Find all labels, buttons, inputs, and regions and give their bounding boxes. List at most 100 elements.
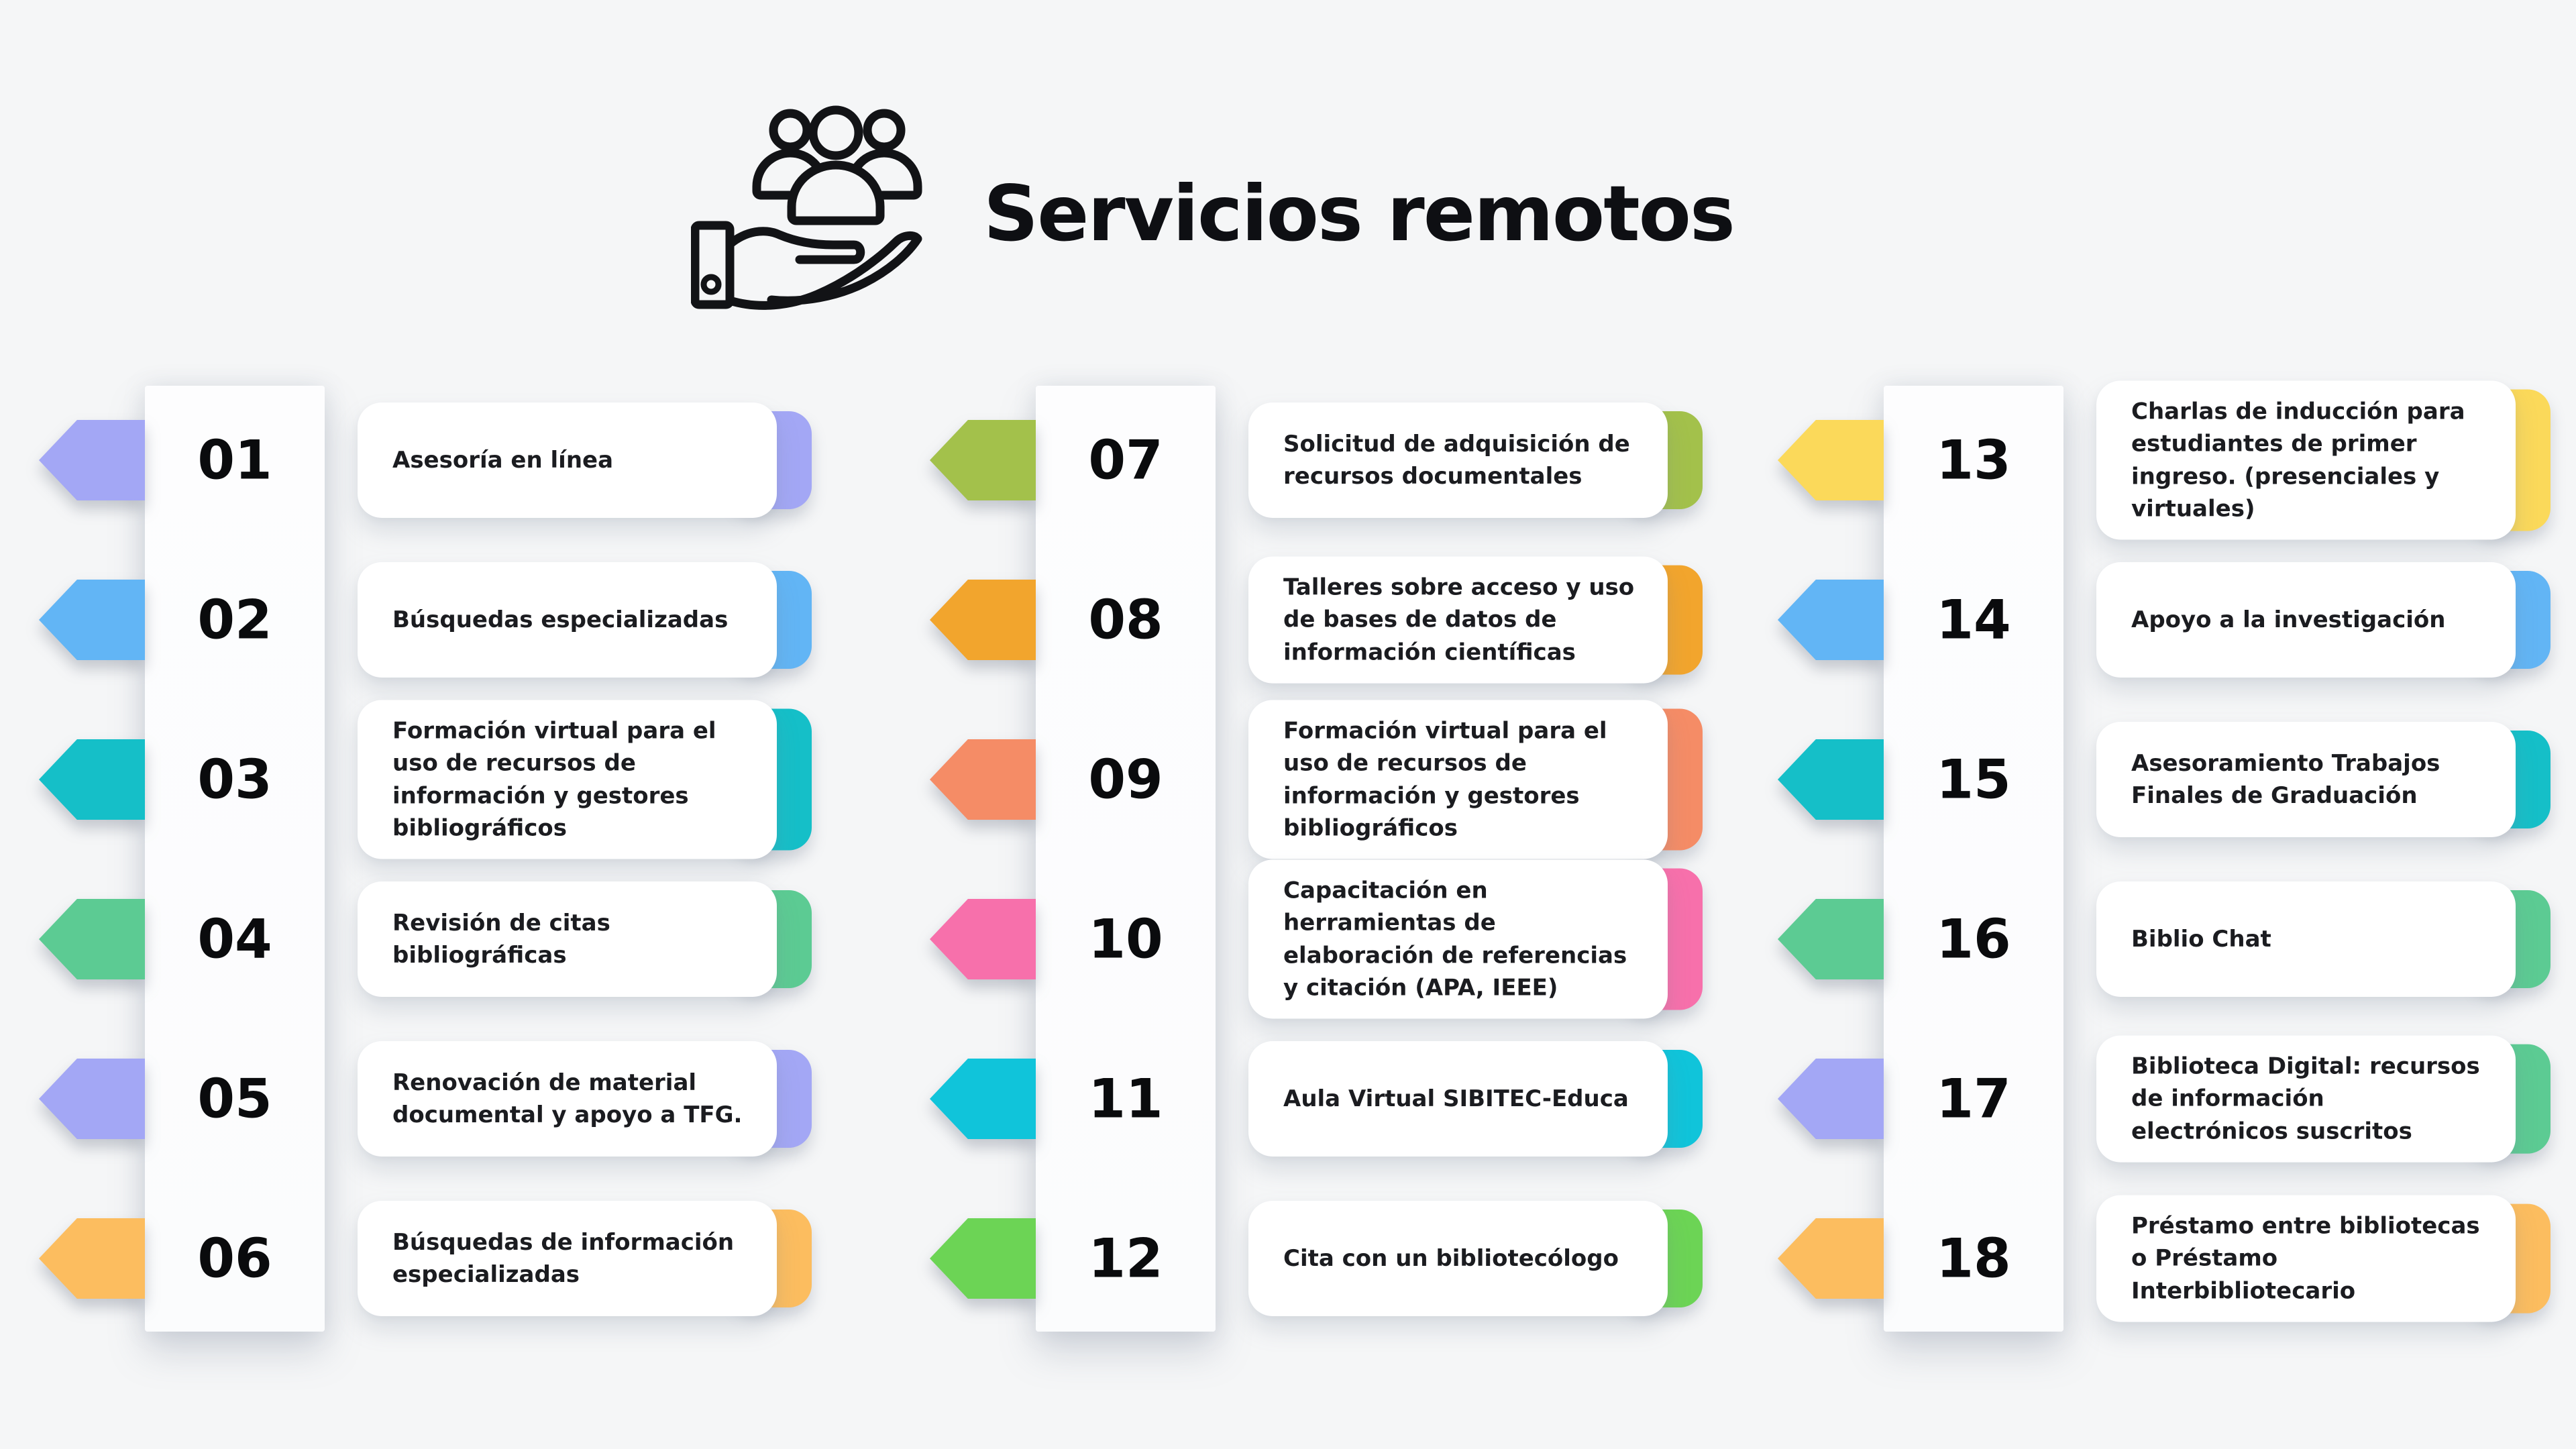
arrow-left-icon xyxy=(1778,1218,1884,1299)
service-number: 15 xyxy=(1936,748,2011,811)
service-item: 15 Asesoramiento Trabajos Finales de Gra… xyxy=(1778,700,2559,859)
card-body: Charlas de inducción para estudiantes de… xyxy=(2096,380,2516,540)
service-card: Aula Virtual SIBITEC-Educa xyxy=(1248,1041,1703,1157)
service-card: Talleres sobre acceso y uso de bases de … xyxy=(1248,556,1703,684)
card-body: Renovación de material documental y apoy… xyxy=(358,1041,777,1157)
service-number: 08 xyxy=(1088,588,1163,651)
arrow-left-icon xyxy=(1778,580,1884,660)
service-item: 04 Revisión de citas bibliográficas xyxy=(39,859,820,1019)
service-card: Biblio Chat xyxy=(2096,881,2551,997)
service-card: Búsquedas especializadas xyxy=(358,562,812,678)
service-card: Formación virtual para el uso de recurso… xyxy=(358,700,812,859)
card-body: Apoyo a la investigación xyxy=(2096,562,2516,678)
page-title: Servicios remotos xyxy=(983,169,1735,258)
service-item: 13 Charlas de inducción para estudiantes… xyxy=(1778,380,2559,540)
service-number: 04 xyxy=(197,908,272,971)
service-number: 18 xyxy=(1936,1227,2011,1290)
service-card: Préstamo entre bibliotecas o Préstamo In… xyxy=(2096,1195,2551,1322)
card-body: Aula Virtual SIBITEC-Educa xyxy=(1248,1041,1668,1157)
card-body: Asesoramiento Trabajos Finales de Gradua… xyxy=(2096,722,2516,837)
arrow-left-icon xyxy=(1778,420,1884,500)
service-card: Solicitud de adquisición de recursos doc… xyxy=(1248,402,1703,518)
service-label: Charlas de inducción para estudiantes de… xyxy=(2131,398,2465,523)
service-label: Capacitación en herramientas de elaborac… xyxy=(1283,877,1627,1002)
service-number: 14 xyxy=(1936,588,2011,651)
service-label: Solicitud de adquisición de recursos doc… xyxy=(1283,430,1630,490)
service-number: 05 xyxy=(197,1067,272,1130)
service-number: 03 xyxy=(197,748,272,811)
arrow-left-icon xyxy=(930,899,1036,979)
service-number: 13 xyxy=(1936,429,2011,492)
service-label: Asesoría en línea xyxy=(392,446,614,474)
service-item: 02 Búsquedas especializadas xyxy=(39,540,820,700)
service-number: 16 xyxy=(1936,908,2011,971)
service-card: Formación virtual para el uso de recurso… xyxy=(1248,700,1703,859)
arrow-left-icon xyxy=(930,739,1036,820)
service-item: 06 Búsquedas de información especializad… xyxy=(39,1179,820,1338)
service-card: Charlas de inducción para estudiantes de… xyxy=(2096,380,2551,540)
arrow-left-icon xyxy=(39,1218,145,1299)
service-item: 03 Formación virtual para el uso de recu… xyxy=(39,700,820,859)
service-item: 12 Cita con un bibliotecólogo xyxy=(930,1179,1711,1338)
service-card: Asesoría en línea xyxy=(358,402,812,518)
service-item: 11 Aula Virtual SIBITEC-Educa xyxy=(930,1019,1711,1179)
card-body: Búsquedas de información especializadas xyxy=(358,1201,777,1316)
service-number: 11 xyxy=(1088,1067,1163,1130)
service-label: Talleres sobre acceso y uso de bases de … xyxy=(1283,574,1635,666)
arrow-left-icon xyxy=(39,580,145,660)
arrow-left-icon xyxy=(930,1059,1036,1139)
service-label: Formación virtual para el uso de recurso… xyxy=(392,717,716,842)
service-label: Formación virtual para el uso de recurso… xyxy=(1283,717,1607,842)
service-number: 12 xyxy=(1088,1227,1163,1290)
service-card: Cita con un bibliotecólogo xyxy=(1248,1201,1703,1316)
number-strip xyxy=(1036,386,1216,1332)
service-number: 01 xyxy=(197,429,272,492)
card-body: Biblioteca Digital: recursos de informac… xyxy=(2096,1035,2516,1163)
service-item: 18 Préstamo entre bibliotecas o Préstamo… xyxy=(1778,1179,2559,1338)
column-1: 01 Asesoría en línea 02 Búsquedas especi… xyxy=(39,380,820,1338)
service-card: Asesoramiento Trabajos Finales de Gradua… xyxy=(2096,722,2551,837)
service-card: Apoyo a la investigación xyxy=(2096,562,2551,678)
card-body: Capacitación en herramientas de elaborac… xyxy=(1248,859,1668,1019)
number-strip xyxy=(145,386,325,1332)
arrow-left-icon xyxy=(930,580,1036,660)
service-card: Capacitación en herramientas de elaborac… xyxy=(1248,859,1703,1019)
service-label: Aula Virtual SIBITEC-Educa xyxy=(1283,1085,1629,1112)
service-label: Asesoramiento Trabajos Finales de Gradua… xyxy=(2131,749,2440,809)
card-body: Búsquedas especializadas xyxy=(358,562,777,678)
service-number: 07 xyxy=(1088,429,1163,492)
service-label: Biblioteca Digital: recursos de informac… xyxy=(2131,1053,2480,1145)
service-number: 06 xyxy=(197,1227,272,1290)
card-body: Cita con un bibliotecólogo xyxy=(1248,1201,1668,1316)
service-card: Biblioteca Digital: recursos de informac… xyxy=(2096,1035,2551,1163)
service-item: 08 Talleres sobre acceso y uso de bases … xyxy=(930,540,1711,700)
service-label: Búsquedas especializadas xyxy=(392,606,729,633)
service-card: Renovación de material documental y apoy… xyxy=(358,1041,812,1157)
arrow-left-icon xyxy=(930,420,1036,500)
service-item: 16 Biblio Chat xyxy=(1778,859,2559,1019)
arrow-left-icon xyxy=(39,739,145,820)
service-number: 09 xyxy=(1088,748,1163,811)
arrow-left-icon xyxy=(1778,899,1884,979)
service-number: 02 xyxy=(197,588,272,651)
people-on-hand-icon xyxy=(690,101,927,317)
service-label: Búsquedas de información especializadas xyxy=(392,1228,735,1288)
card-body: Solicitud de adquisición de recursos doc… xyxy=(1248,402,1668,518)
arrow-left-icon xyxy=(930,1218,1036,1299)
service-item: 10 Capacitación en herramientas de elabo… xyxy=(930,859,1711,1019)
card-body: Formación virtual para el uso de recurso… xyxy=(1248,700,1668,859)
service-item: 07 Solicitud de adquisición de recursos … xyxy=(930,380,1711,540)
number-strip xyxy=(1884,386,2063,1332)
arrow-left-icon xyxy=(39,899,145,979)
service-item: 14 Apoyo a la investigación xyxy=(1778,540,2559,700)
card-body: Revisión de citas bibliográficas xyxy=(358,881,777,997)
service-label: Revisión de citas bibliográficas xyxy=(392,909,610,969)
card-body: Formación virtual para el uso de recurso… xyxy=(358,700,777,859)
arrow-left-icon xyxy=(39,420,145,500)
service-number: 10 xyxy=(1088,908,1163,971)
column-2: 07 Solicitud de adquisición de recursos … xyxy=(930,380,1711,1338)
arrow-left-icon xyxy=(1778,1059,1884,1139)
arrow-left-icon xyxy=(39,1059,145,1139)
